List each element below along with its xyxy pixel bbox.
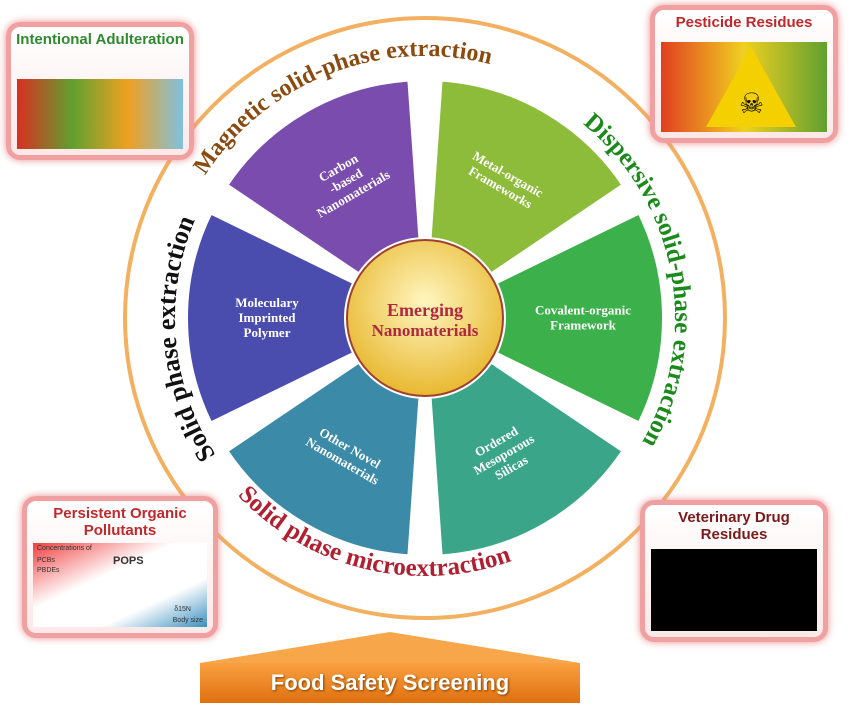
sector-4 bbox=[186, 212, 355, 424]
fig-text: Concentrations of bbox=[37, 545, 92, 552]
sector-label-line: Moleculary bbox=[235, 295, 299, 310]
card-title: Veterinary Drug Residues bbox=[678, 509, 790, 543]
adulteration-image bbox=[17, 79, 183, 149]
veterinary-image bbox=[651, 549, 817, 631]
skull-icon: ☠ bbox=[739, 88, 765, 119]
warning-icon bbox=[706, 47, 796, 127]
center-line2: Nanomaterials bbox=[372, 321, 479, 340]
card-veterinary-drug-residues: Veterinary Drug Residues bbox=[640, 500, 828, 642]
sector-label-line: Covalent-organic bbox=[535, 303, 631, 318]
card-title: Persistent Organic Pollutants bbox=[53, 505, 187, 539]
sector-2 bbox=[429, 361, 624, 557]
fig-text: PCBs bbox=[37, 557, 55, 564]
card-persistent-organic-pollutants: Persistent Organic Pollutants Concentrat… bbox=[22, 496, 218, 638]
fig-text: δ15N bbox=[174, 606, 191, 613]
fig-text: POPS bbox=[113, 555, 144, 567]
sector-label-line: Polymer bbox=[244, 325, 291, 340]
center-line1: Emerging bbox=[387, 300, 463, 320]
sector-5 bbox=[226, 79, 421, 275]
sector-0 bbox=[429, 79, 624, 275]
pesticide-image: ☠ bbox=[661, 42, 827, 132]
sector-label-line: Imprinted bbox=[238, 310, 296, 325]
center-circle bbox=[346, 239, 504, 397]
fig-text: PBDEs bbox=[37, 567, 60, 574]
banner-roof bbox=[200, 632, 580, 663]
sector-label-line: Framework bbox=[550, 318, 616, 333]
card-title: Pesticide Residues bbox=[675, 14, 813, 31]
food-safety-banner: Food Safety Screening bbox=[200, 663, 580, 703]
card-intentional-adulteration: Intentional Adulteration bbox=[6, 22, 194, 160]
card-title: Intentional Adulteration bbox=[16, 31, 184, 48]
sector-3 bbox=[226, 361, 421, 557]
pops-figure: Concentrations of PCBs PBDEs POPS δ15N B… bbox=[33, 543, 207, 627]
sector-1 bbox=[495, 212, 664, 424]
fig-text: Body size bbox=[172, 617, 203, 624]
card-pesticide-residues: Pesticide Residues ☠ bbox=[650, 5, 838, 143]
